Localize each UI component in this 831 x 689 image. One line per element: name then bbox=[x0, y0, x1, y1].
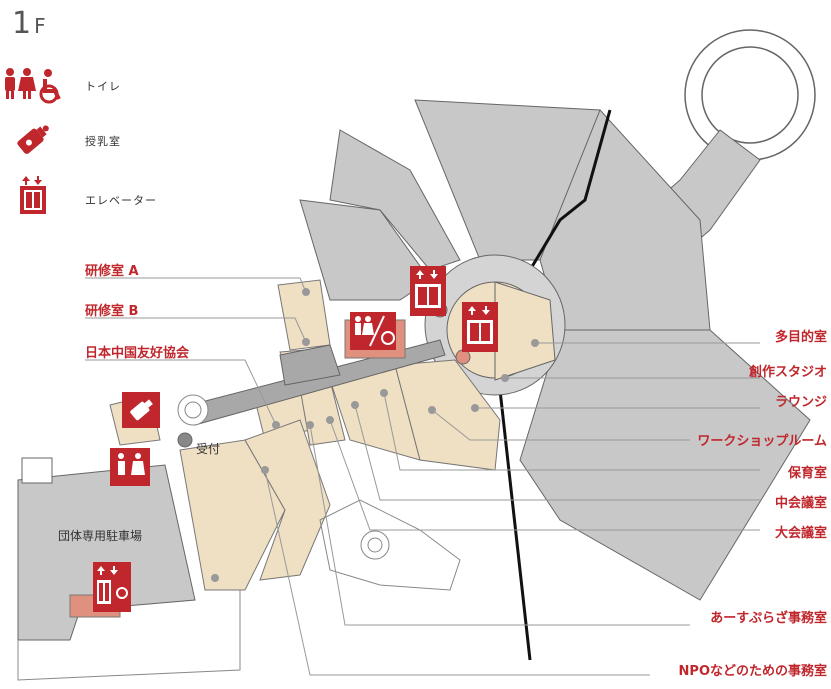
toilet-icon bbox=[5, 68, 61, 104]
legend-toilet: トイレ bbox=[0, 66, 121, 106]
outline bbox=[17, 394, 461, 681]
map-elevator-icon-2 bbox=[462, 302, 498, 352]
label-kenshu-b: 研修室 B bbox=[85, 304, 139, 319]
leader-lines-right bbox=[211, 339, 760, 676]
map-toilet-icon bbox=[110, 448, 150, 486]
walls bbox=[498, 109, 612, 661]
label-hoiku: 保育室 bbox=[787, 466, 827, 481]
floor-number: 1 bbox=[12, 6, 32, 41]
map-elevator-icon-1 bbox=[410, 266, 446, 316]
beige-rooms bbox=[109, 279, 501, 591]
map-nursing-icon bbox=[122, 392, 160, 428]
gray-wings bbox=[299, 99, 811, 601]
elevator-icon bbox=[20, 176, 46, 214]
map-elevator-accessible-icon bbox=[93, 562, 131, 612]
label-workshop: ワークショップルーム bbox=[697, 434, 827, 449]
label-kenshu-a: 研修室 A bbox=[85, 264, 139, 279]
legend-elevator-label: エレベーター bbox=[85, 194, 157, 207]
label-chukaigi: 中会議室 bbox=[774, 496, 827, 511]
floor-suffix: F bbox=[34, 14, 46, 38]
label-lounge: ラウンジ bbox=[774, 395, 827, 410]
label-earthplaza-office: あーすぷらざ事務室 bbox=[710, 611, 827, 626]
label-parking: 団体専用駐車場 bbox=[58, 529, 143, 543]
legend-elevator: エレベーター bbox=[0, 176, 157, 224]
label-reception: 受付 bbox=[196, 442, 221, 456]
parking-area bbox=[17, 457, 196, 641]
label-daikaigi: 大会議室 bbox=[774, 526, 827, 541]
leader-lines-left bbox=[85, 277, 310, 429]
map-toilet-accessible-icon bbox=[350, 312, 396, 350]
legend-nursing-label: 授乳室 bbox=[85, 135, 121, 148]
nursing-room-icon bbox=[17, 125, 49, 154]
legend-toilet-label: トイレ bbox=[85, 80, 121, 93]
label-npo-office: NPOなどのための事務室 bbox=[678, 664, 827, 679]
label-nicchu: 日本中国友好協会 bbox=[85, 346, 190, 361]
label-sosaku: 創作スタジオ bbox=[748, 365, 827, 380]
label-tamokuteki: 多目的室 bbox=[774, 330, 827, 345]
legend-nursing: 授乳室 bbox=[0, 120, 121, 162]
